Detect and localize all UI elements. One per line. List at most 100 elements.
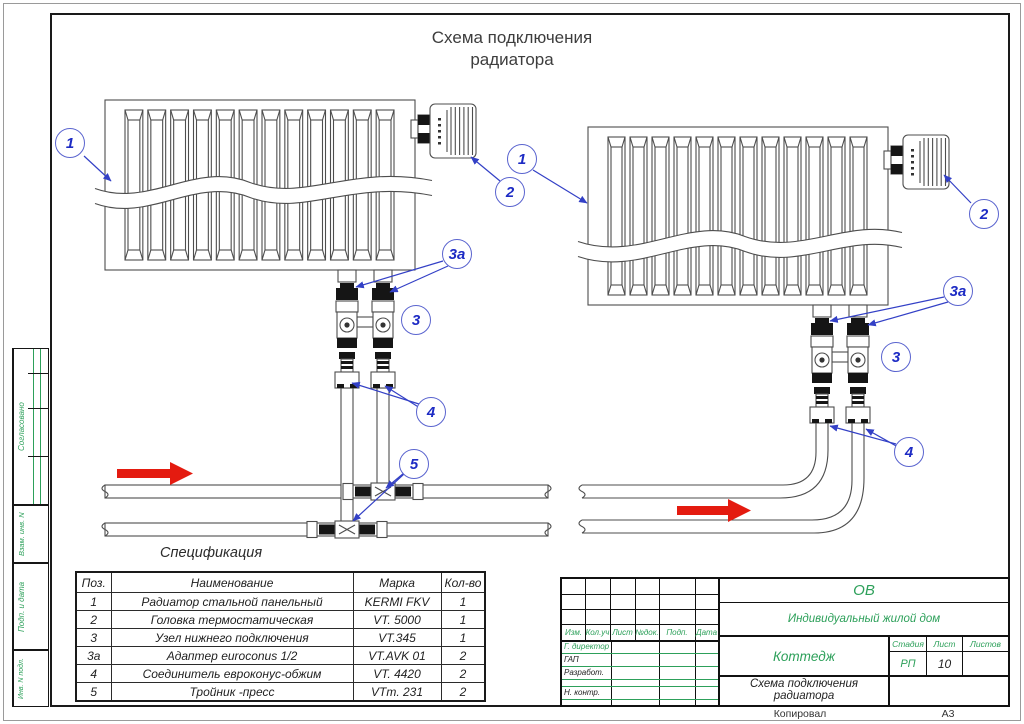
- thermostatic-head-icon: [883, 134, 950, 190]
- callout-4-radiator-1: 4: [416, 397, 446, 427]
- divider: [610, 579, 611, 640]
- divider: [562, 640, 718, 642]
- sheet-outer-border: [3, 3, 1021, 721]
- podp-data-block: Подп. и дата: [12, 563, 49, 650]
- format-label: А3: [941, 708, 955, 720]
- thermostatic-head-icon: [410, 103, 477, 159]
- vzam-inv-block: Взам. инв. N: [12, 505, 49, 563]
- spec-mark: VT. 5000: [352, 610, 442, 629]
- title-block: Изм. Кол.уч Лист №док. Подп. Дата Г. дир…: [560, 577, 1010, 707]
- spec-header-qty: Кол-во: [440, 571, 486, 593]
- col-koluch: Кол.уч: [585, 627, 610, 637]
- divider: [585, 579, 586, 640]
- spec-qty: 1: [440, 628, 486, 647]
- break-line-radiator-1: [87, 175, 440, 209]
- pipes-radiator-2: [578, 423, 865, 534]
- divider: [695, 579, 696, 640]
- callout-4-radiator-2: 4: [894, 437, 924, 467]
- spec-mark: VT. 4420: [352, 664, 442, 683]
- callout-3-radiator-1: 3: [401, 305, 431, 335]
- bottom-connection-unit-radiator-2: [809, 304, 871, 424]
- spec-name: Узел нижнего подключения: [110, 628, 354, 647]
- divider: [562, 624, 718, 625]
- callout-leaders: [83, 155, 972, 522]
- drawing-frame: [50, 13, 1010, 707]
- spec-pos: 2: [75, 610, 112, 629]
- col-list: Лист: [612, 627, 633, 637]
- role-ncontrol: Н. контр.: [564, 688, 601, 697]
- divider: [33, 349, 34, 504]
- spec-name: Радиатор стальной панельный: [110, 592, 354, 611]
- col-podp: Подп.: [666, 627, 688, 637]
- vzam-inv-label: Взам. инв. N: [13, 506, 29, 562]
- divider: [562, 686, 718, 687]
- spec-mark: VTm. 231: [352, 682, 442, 702]
- divider: [635, 579, 636, 640]
- spec-mark: VT.AVK 01: [352, 646, 442, 665]
- divider: [562, 594, 718, 595]
- spec-pos: 1: [75, 592, 112, 611]
- spec-pos: 4: [75, 664, 112, 683]
- callout-5-radiator-1: 5: [399, 449, 429, 479]
- stage-label: Стадия: [890, 637, 927, 652]
- bottom-connection-unit-radiator-1: [334, 269, 396, 389]
- divider: [659, 579, 660, 640]
- spec-header-pos: Поз.: [75, 571, 112, 593]
- podp-data-label: Подп. и дата: [13, 564, 29, 649]
- col-data: Дата: [695, 627, 718, 637]
- section-code: ОВ: [720, 579, 1008, 603]
- sheet-label: Лист: [927, 637, 963, 652]
- spec-qty: 2: [440, 682, 486, 702]
- divider: [695, 640, 696, 705]
- flow-arrow-icon: [677, 499, 751, 522]
- page-title: Схема подключения радиатора: [362, 27, 662, 72]
- break-line-radiator-2: [570, 228, 910, 263]
- inv-podl-label: Инв. N подл.: [13, 651, 29, 706]
- col-izm: Изм.: [564, 627, 583, 637]
- spec-qty: 2: [440, 664, 486, 683]
- flow-arrow-icon: [117, 462, 193, 485]
- col-ndok: №док.: [635, 627, 659, 637]
- spec-qty: 2: [440, 646, 486, 665]
- divider: [562, 699, 718, 700]
- vertical-pipe: [340, 387, 354, 525]
- spec-header-mark: Марка: [352, 571, 442, 593]
- divider: [611, 640, 612, 705]
- spec-mark: VT.345: [352, 628, 442, 647]
- divider: [562, 609, 718, 610]
- divider: [659, 640, 660, 705]
- role-developer: Разработ.: [564, 668, 604, 677]
- divider: [562, 666, 718, 667]
- radiator-2: [587, 126, 889, 306]
- vertical-pipe: [376, 387, 390, 487]
- spec-qty: 1: [440, 610, 486, 629]
- spec-qty: 1: [440, 592, 486, 611]
- spec-name: Соединитель евроконус-обжим: [110, 664, 354, 683]
- divider: [28, 456, 48, 457]
- spec-pos: 3а: [75, 646, 112, 665]
- agreed-label: Согласовано: [13, 349, 29, 504]
- divider: [720, 675, 1008, 677]
- drawing-name: Схема подключения радиатора: [720, 675, 890, 705]
- tee-press-fittings: [306, 482, 424, 539]
- object-name: Коттедж: [720, 637, 890, 675]
- agreed-block: Согласовано: [12, 348, 49, 505]
- sheet-number: 10: [927, 652, 963, 675]
- callout-2-radiator-2: 2: [969, 199, 999, 229]
- callout-3-radiator-2: 3: [881, 342, 911, 372]
- divider: [718, 579, 720, 705]
- page-title-line1: Схема подключения: [431, 28, 593, 47]
- spec-name: Головка термостатическая: [110, 610, 354, 629]
- inv-podl-block: Инв. N подл.: [12, 650, 49, 707]
- spec-header-name: Наименование: [110, 571, 354, 593]
- callout-2-radiator-1: 2: [495, 177, 525, 207]
- spec-name: Тройник -пресс: [110, 682, 354, 702]
- role-gap: ГАП: [564, 655, 579, 664]
- sheets-total: [963, 652, 1008, 675]
- spec-mark: KERMI FKV: [352, 592, 442, 611]
